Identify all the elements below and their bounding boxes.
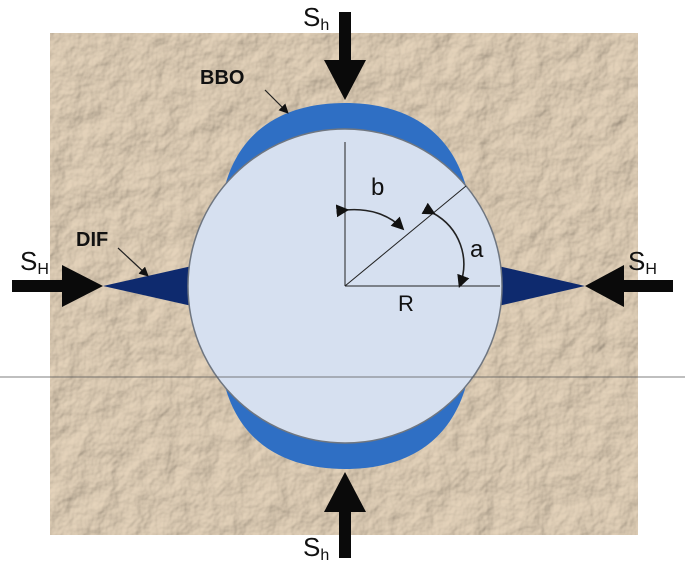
drilling-induced-fracture-right <box>498 266 585 306</box>
label-dif: DIF <box>76 229 108 251</box>
bbo-leader <box>264 89 289 114</box>
arrow-sH-right <box>585 265 673 307</box>
arrow-sH-left <box>12 265 103 307</box>
label-sh-top: Sh <box>303 2 329 34</box>
angle-b-arc <box>335 204 405 231</box>
label-angle-a: a <box>470 236 484 263</box>
label-bbo: BBO <box>200 67 244 89</box>
stress-arrows <box>12 12 673 558</box>
label-sH-left: SH <box>20 246 49 278</box>
arrow-sh-top <box>324 12 366 100</box>
drilling-induced-fracture-left <box>103 266 192 306</box>
diagonal-radius-line <box>344 185 467 287</box>
label-leader-lines <box>117 89 289 277</box>
angle-a-arc <box>421 202 470 289</box>
label-angle-b: b <box>371 174 384 201</box>
label-sH-right: SH <box>628 246 657 278</box>
label-radius: R <box>398 291 414 316</box>
dif-leader <box>117 247 149 277</box>
angle-arcs <box>335 202 470 289</box>
arrow-sh-bottom <box>324 472 366 558</box>
label-sh-bottom: Sh <box>303 532 329 564</box>
